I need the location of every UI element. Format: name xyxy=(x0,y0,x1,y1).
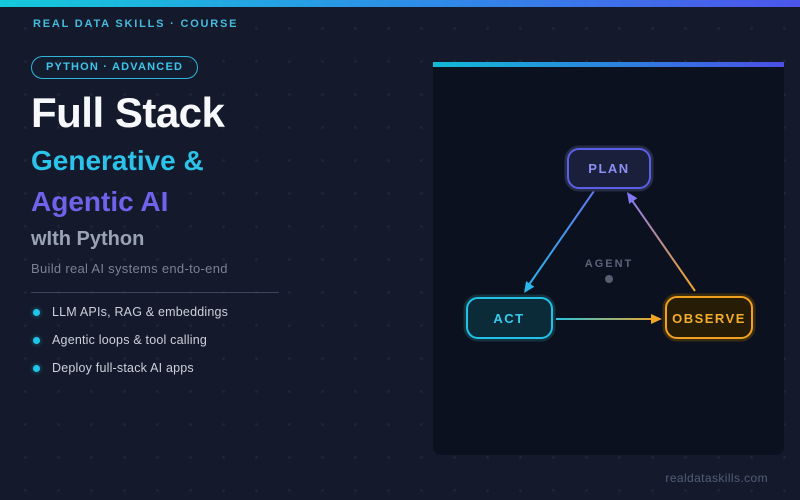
brand-eyebrow: REAL DATA SKILLS · COURSE xyxy=(33,18,239,30)
panel-gradient-bar xyxy=(433,62,784,67)
section-divider xyxy=(31,292,279,293)
observe-node-label: OBSERVE xyxy=(672,311,746,326)
act-node-label: ACT xyxy=(493,311,524,326)
top-gradient-strip xyxy=(0,0,800,7)
feature-label: Deploy full-stack AI apps xyxy=(52,361,194,375)
course-title: Full Stack xyxy=(31,89,225,136)
act-node xyxy=(466,297,553,339)
feature-label: Agentic loops & tool calling xyxy=(52,333,207,347)
bullet-dot-icon xyxy=(33,308,40,316)
bullet-dot-icon xyxy=(33,336,40,344)
website-url: realdataskills.com xyxy=(665,471,768,485)
edge-plan-to-act xyxy=(525,190,595,290)
feature-list-item: Agentic loops & tool calling xyxy=(33,333,207,347)
plan-node xyxy=(567,148,651,189)
arrowhead-observe-to-plan xyxy=(627,192,638,204)
course-subtitle-agentic: Agentic AI xyxy=(31,186,169,217)
arrowhead-act-to-observe xyxy=(651,314,662,324)
feature-label: LLM APIs, RAG & embeddings xyxy=(52,305,229,319)
course-level-badge: PYTHON · ADVANCED xyxy=(31,56,199,79)
agent-dot-icon xyxy=(605,275,613,283)
feature-list-item: LLM APIs, RAG & embeddings xyxy=(33,305,228,319)
agent-center-label: AGENT xyxy=(585,258,634,270)
agent-loop-diagram-panel: AGENT PLAN ACT OBSERVE xyxy=(433,62,784,455)
bullet-dot-icon xyxy=(33,364,40,372)
edge-observe-to-plan xyxy=(628,195,696,292)
course-subheading-python: wIth Python xyxy=(31,228,145,250)
course-subtitle-generative: Generative & xyxy=(31,145,204,176)
course-tagline: Build real AI systems end-to-end xyxy=(31,261,228,276)
plan-node-label: PLAN xyxy=(588,161,629,176)
observe-node xyxy=(665,296,753,339)
feature-list-item: Deploy full-stack AI apps xyxy=(33,361,194,375)
agent-loop-diagram: AGENT PLAN ACT OBSERVE xyxy=(463,145,756,342)
arrowhead-plan-to-act xyxy=(524,281,535,293)
